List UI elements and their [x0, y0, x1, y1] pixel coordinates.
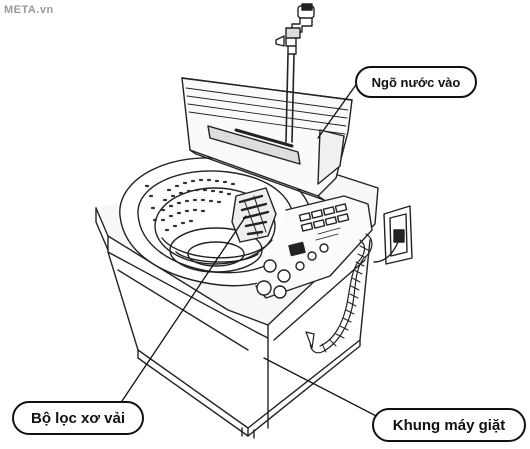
drain-hose: [305, 233, 373, 354]
water-tap: [275, 3, 315, 55]
label-machine-frame: Khung máy giặt: [372, 408, 526, 442]
label-lint-filter: Bộ lọc xơ vải: [12, 401, 144, 435]
label-water-inlet: Ngõ nước vào: [355, 66, 477, 98]
inlet-hose: [285, 53, 295, 143]
leader-lines: [119, 81, 385, 421]
tub-perforations: [144, 178, 236, 232]
control-panel: [255, 195, 373, 299]
lint-filter: [231, 187, 277, 243]
machine-lid: [181, 77, 353, 201]
watermark-logo: META.vn: [4, 4, 54, 16]
wall-socket: [373, 205, 413, 265]
